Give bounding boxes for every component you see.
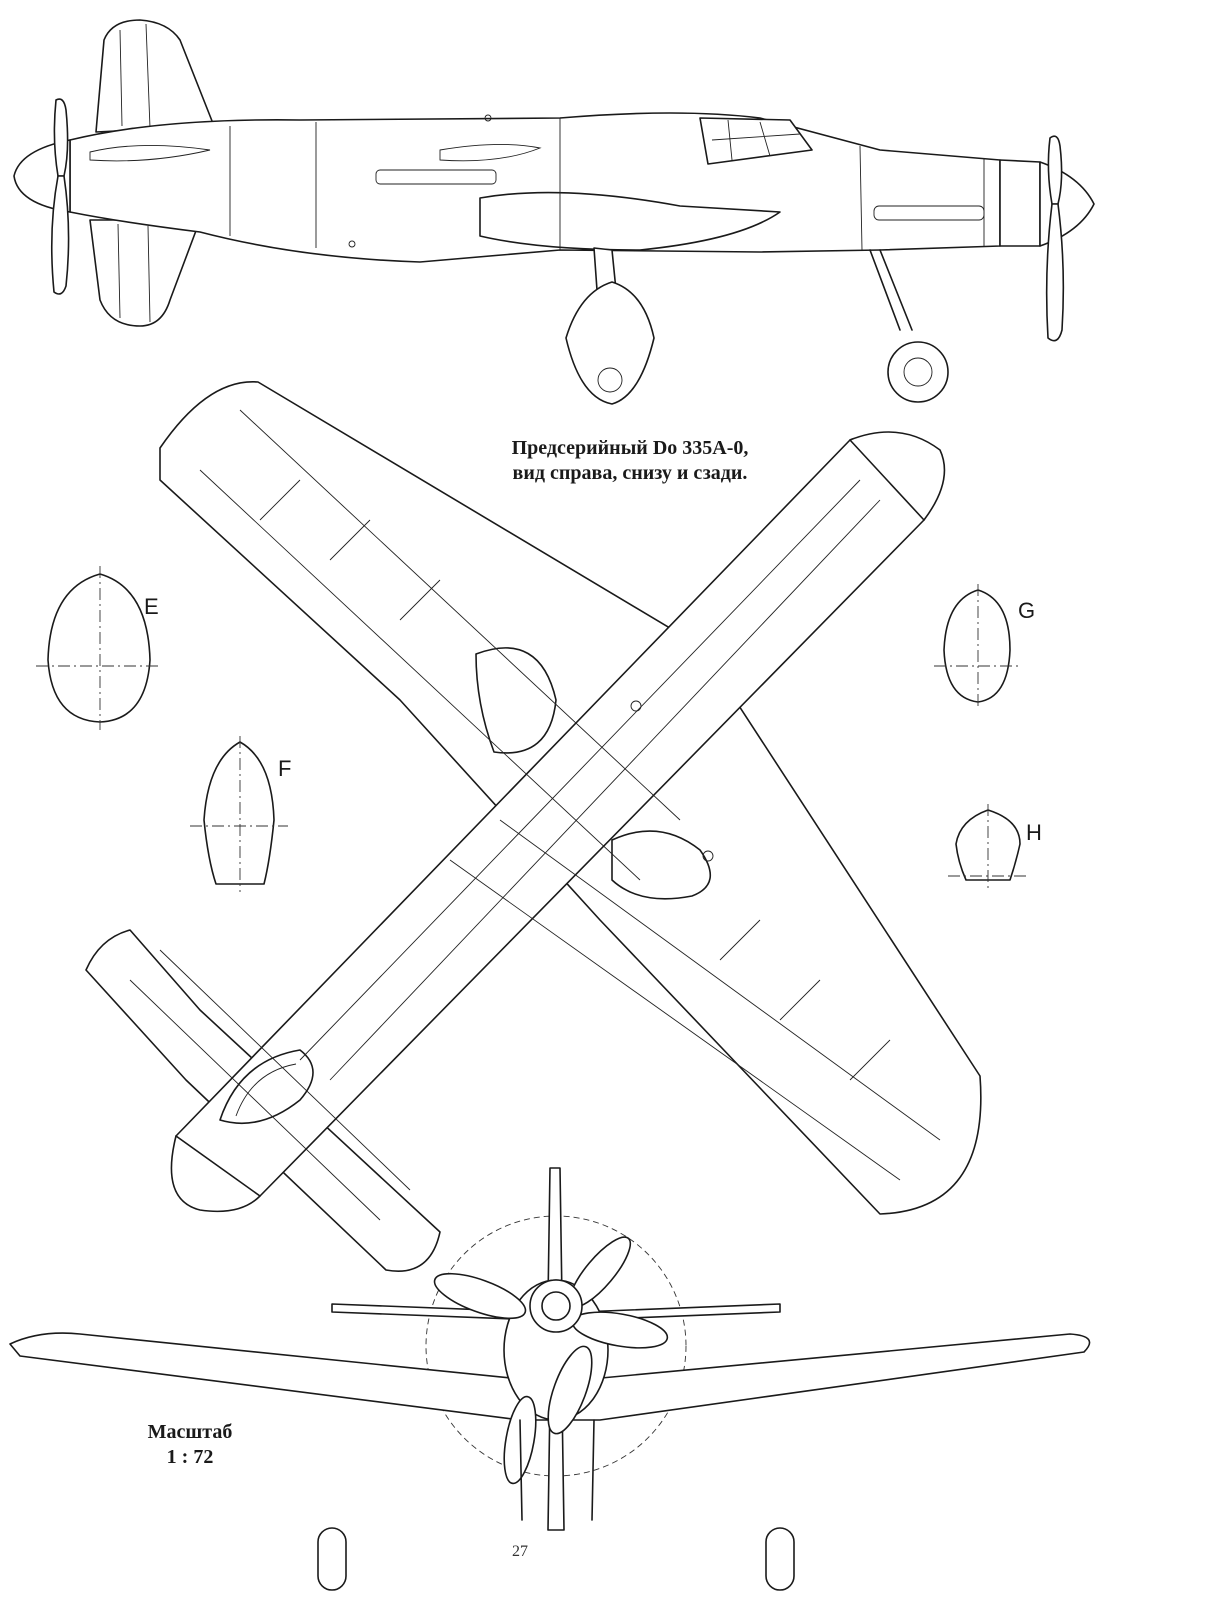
- side-wing-fairing: [479, 191, 781, 251]
- section-e-outline: [47, 573, 151, 723]
- side-main-wheel-fairing: [565, 281, 655, 405]
- section-f-label: F: [278, 756, 292, 781]
- side-front-propeller-lower: [1045, 203, 1065, 342]
- side-front-propeller-upper: [1047, 135, 1063, 205]
- side-front-intake: [439, 143, 542, 162]
- side-rear-propeller-lower: [50, 175, 70, 295]
- plan-front-spinner: [849, 431, 946, 521]
- side-canopy: [699, 117, 813, 165]
- side-rear-intake: [89, 145, 211, 162]
- front-blade-1: [433, 1272, 527, 1320]
- page-number: 27: [512, 1543, 528, 1560]
- scale-value: 1 : 72: [166, 1446, 214, 1468]
- plan-rear-spinner: [170, 1135, 261, 1213]
- section-outlines: [36, 566, 1030, 892]
- front-left-wheel: [317, 1527, 347, 1591]
- section-h-label: H: [1026, 820, 1042, 845]
- side-main-wheel-hub: [597, 367, 623, 393]
- side-nose-gear-strut: [869, 249, 913, 331]
- side-front-cowling: [999, 159, 1041, 247]
- front-right-wheel: [765, 1527, 795, 1591]
- plan-left-fairing: [475, 647, 557, 754]
- side-upper-fin: [95, 19, 215, 133]
- scale-label: Масштаб: [147, 1421, 233, 1443]
- side-exhaust-rear: [375, 169, 497, 185]
- caption-line-2: вид справа, снизу и сзади.: [512, 462, 748, 484]
- section-g-label: G: [1018, 598, 1036, 623]
- side-rear-propeller-upper: [53, 98, 69, 177]
- front-main-wing: [9, 1332, 1091, 1421]
- plan-right-fairing: [611, 830, 712, 900]
- front-view: [9, 1167, 1091, 1591]
- plan-canopy: [219, 1049, 314, 1125]
- section-g-outline: [943, 589, 1011, 703]
- side-lower-fin: [89, 219, 201, 327]
- drawing-caption: Предсерийный Do 335A-0, вид справа, сниз…: [490, 436, 770, 486]
- front-blade-3: [547, 1345, 593, 1435]
- plan-view: [85, 381, 982, 1272]
- section-f-outline: [203, 741, 275, 885]
- caption-line-1: Предсерийный Do 335A-0,: [511, 437, 749, 459]
- side-nose-wheel: [887, 341, 949, 403]
- side-view: [13, 19, 1095, 405]
- scale-note: Масштаб 1 : 72: [130, 1420, 250, 1470]
- section-e-label: E: [144, 594, 159, 619]
